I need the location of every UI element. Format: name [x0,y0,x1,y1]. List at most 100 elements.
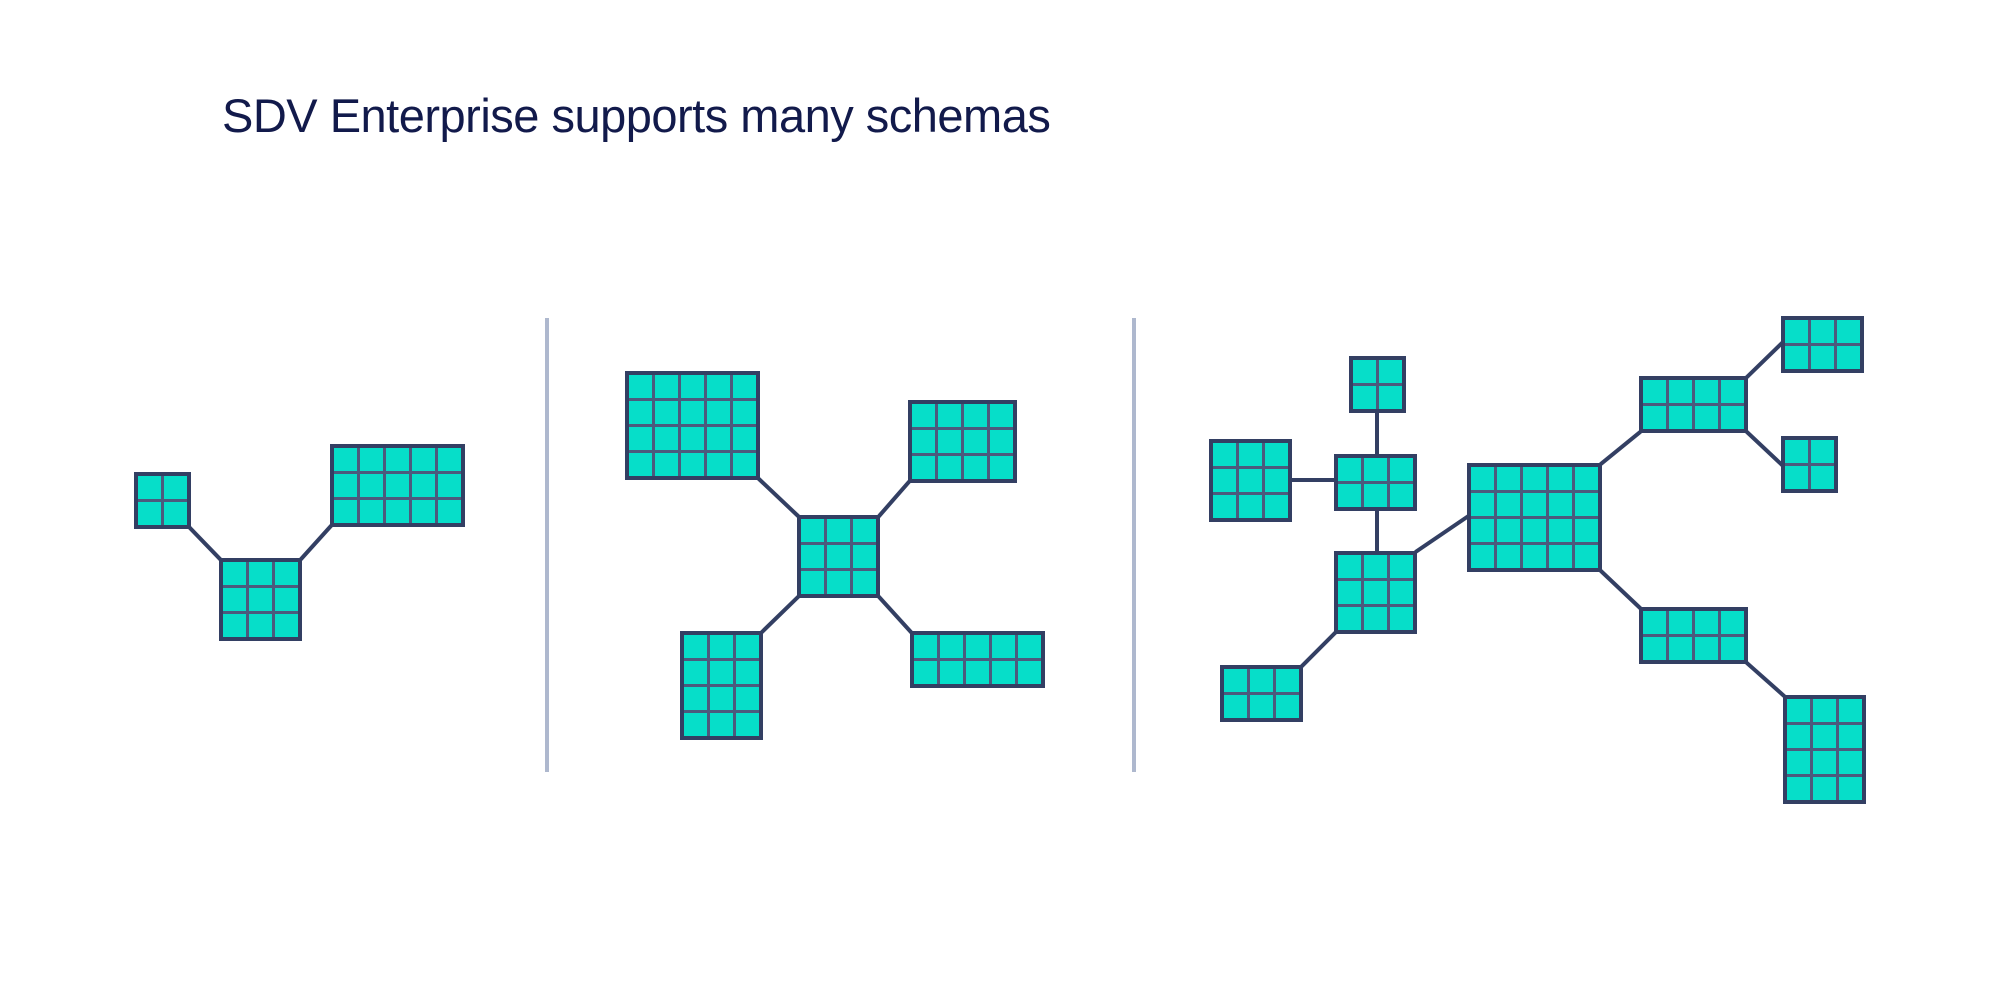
table-cell [801,545,824,568]
table-cell [412,474,435,497]
table-cell [1721,637,1744,660]
table-cell [1338,607,1361,630]
table-cell [1523,467,1546,490]
slide-title: SDV Enterprise supports many schemas [222,89,1051,142]
table-cell [853,519,876,542]
table-cell [684,713,707,736]
table-cell [1811,440,1834,463]
relationship-line [877,595,913,634]
table-cell [990,456,1013,479]
table-cell [164,476,187,499]
table-cell [1575,467,1598,490]
table-cell [1669,637,1692,660]
table-cell [710,687,733,710]
table-cell [655,427,678,450]
table-cell [1224,669,1247,692]
table-cell [1575,545,1598,568]
table-cell [1839,777,1862,800]
table-cell [1721,611,1744,634]
table-cell [1497,467,1520,490]
table-cell [964,456,987,479]
table-cell [1338,458,1361,481]
table-cell [1353,386,1376,409]
table-cell [1523,545,1546,568]
table-cell [914,661,937,684]
table-cell [1813,725,1836,748]
table-3x2-fartopright [1781,316,1864,373]
table-cell [138,476,161,499]
table-cell [1695,380,1718,403]
table-cell [1471,545,1494,568]
table-cell [1785,346,1808,369]
table-cell [1811,466,1834,489]
table-cell [1721,380,1744,403]
table-cell [1813,777,1836,800]
table-3x4-farbottomright [1783,695,1866,804]
table-cell [1669,611,1692,634]
table-cell [1523,493,1546,516]
relationship-line [1599,569,1642,610]
table-cell [1213,469,1236,492]
table-cell [1549,545,1572,568]
table-4x3 [908,400,1017,483]
table-cell [681,401,704,424]
table-cell [736,713,759,736]
table-cell [990,430,1013,453]
table-cell [912,404,935,427]
table-cell [1837,346,1860,369]
table-cell [1276,669,1299,692]
table-cell [1497,519,1520,542]
relationship-line [757,477,800,518]
table-cell [684,687,707,710]
table-cell [1018,661,1041,684]
table-cell [1643,611,1666,634]
table-cell [940,661,963,684]
table-cell [629,401,652,424]
table-cell [164,502,187,525]
table-cell [1250,695,1273,718]
table-cell [1364,484,1387,507]
table-cell [1390,458,1413,481]
table-3x3-left [1209,439,1292,522]
table-cell [966,661,989,684]
table-cell [1497,493,1520,516]
table-cell [1379,360,1402,383]
table-cell [1695,611,1718,634]
table-cell [1643,637,1666,660]
table-cell [1250,669,1273,692]
table-cell [223,614,246,637]
table-cell [223,588,246,611]
table-cell [1695,637,1718,660]
table-cell [1839,725,1862,748]
table-cell [710,661,733,684]
table-cell [1811,346,1834,369]
table-cell [964,430,987,453]
table-cell [1213,443,1236,466]
table-cell [1364,581,1387,604]
table-cell [438,474,461,497]
relationship-line [1414,514,1470,554]
table-cell [629,375,652,398]
table-cell [249,562,272,585]
table-cell [275,588,298,611]
table-cell [733,427,756,450]
table-cell [853,571,876,594]
table-cell [1276,695,1299,718]
table-cell [992,635,1015,658]
table-cell [629,453,652,476]
table-5x4 [625,371,760,480]
table-cell [1018,635,1041,658]
table-cell [412,500,435,523]
table-5x3 [330,444,465,527]
relationship-line [877,480,911,518]
table-2x2-top [1349,356,1406,413]
table-cell [334,500,357,523]
table-cell [1839,699,1862,722]
table-cell [733,453,756,476]
table-cell [710,635,733,658]
table-cell [940,635,963,658]
table-cell [1239,469,1262,492]
table-cell [1523,519,1546,542]
table-cell [990,404,1013,427]
